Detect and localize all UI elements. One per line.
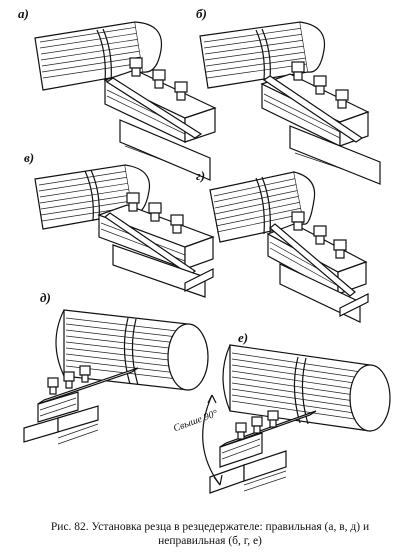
figure-caption: Рис. 82. Установка резца в резцедержател… xyxy=(20,520,400,548)
caption-line-2: неправильная (б, г, е) xyxy=(158,535,262,547)
bolt-icon xyxy=(170,214,184,234)
bolt-icon xyxy=(291,61,305,81)
bolt-icon xyxy=(129,57,143,77)
bolt-icon xyxy=(313,225,327,245)
panel-b-drawing xyxy=(199,21,381,185)
bolt-icon xyxy=(152,69,166,89)
bolt-icon xyxy=(174,81,188,101)
bolt-icon xyxy=(126,192,140,212)
bolt-icon xyxy=(63,371,75,389)
panel-label-b: б) xyxy=(196,6,207,21)
bolt-icon xyxy=(291,211,305,231)
bolt-icon xyxy=(313,75,327,95)
bolt-icon xyxy=(251,416,263,434)
bolt-icon xyxy=(235,422,247,440)
bolt-icon xyxy=(267,410,279,428)
panel-label-v: в) xyxy=(24,150,35,165)
panel-label-d: д) xyxy=(40,290,51,305)
bolt-icon xyxy=(47,377,59,395)
caption-line-1: Рис. 82. Установка резца в резцедержател… xyxy=(50,521,370,533)
bolt-icon xyxy=(335,89,349,109)
panel-g-drawing xyxy=(209,171,369,323)
bolt-icon xyxy=(79,365,91,383)
bolt-icon xyxy=(333,239,347,259)
bolt-icon xyxy=(148,202,162,222)
panel-a-drawing xyxy=(34,21,217,181)
panel-e-drawing xyxy=(202,344,391,494)
panel-v-drawing xyxy=(34,164,215,298)
panel-d-drawing xyxy=(23,309,209,445)
panel-label-e: е) xyxy=(238,330,249,345)
panel-label-g: г) xyxy=(196,168,206,183)
panel-label-a: а) xyxy=(18,6,29,21)
